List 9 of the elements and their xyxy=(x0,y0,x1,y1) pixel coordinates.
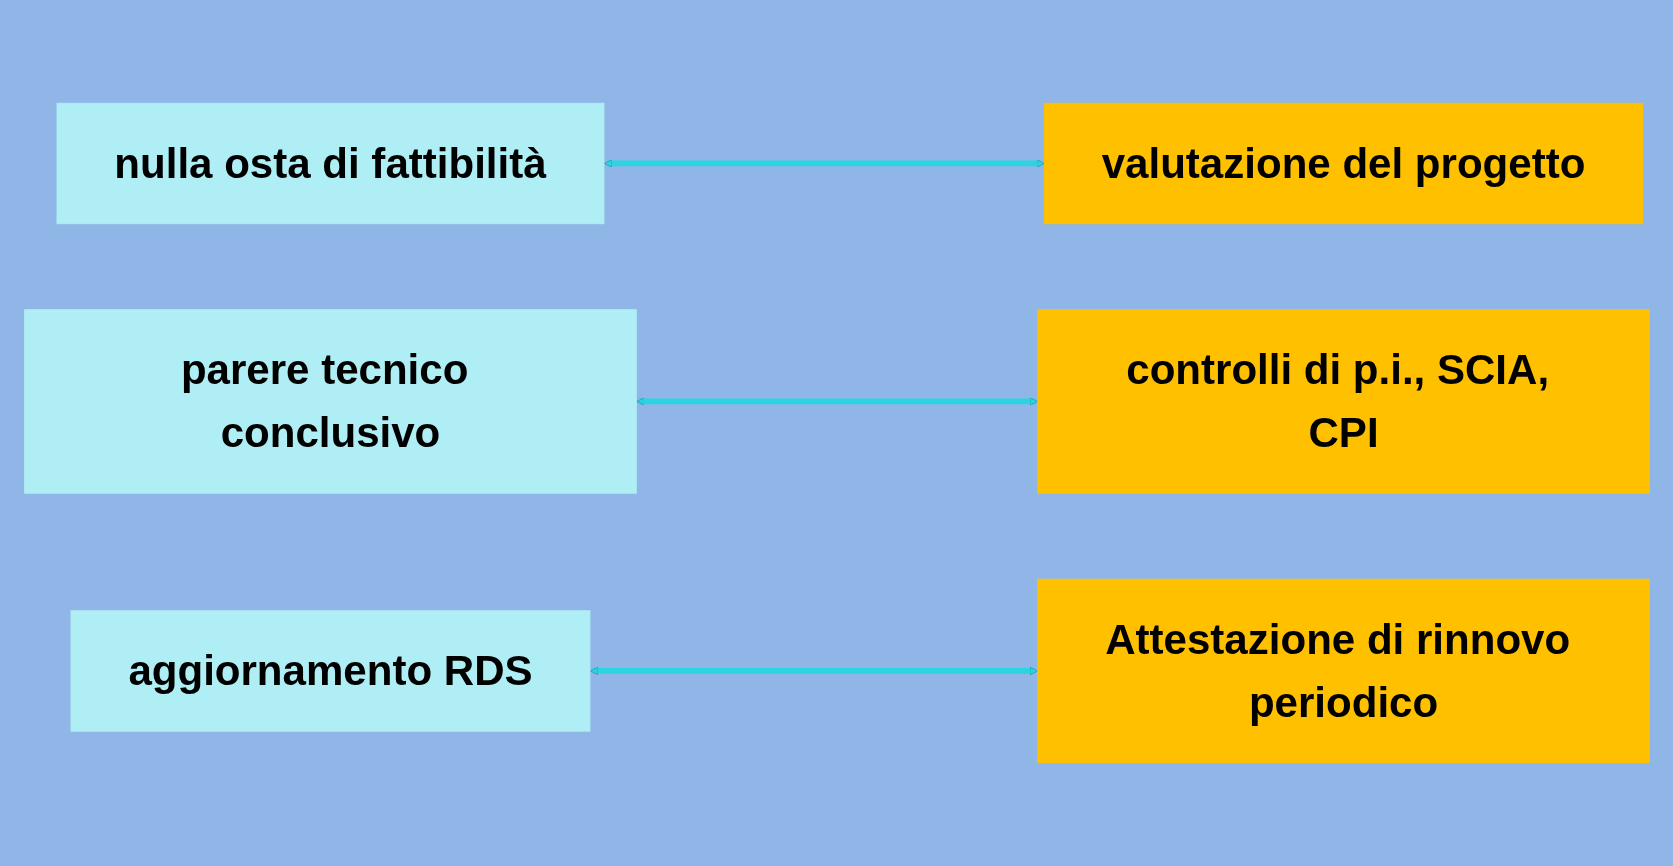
node-box: controlli di p.i., SCIA, CPI xyxy=(1036,309,1650,494)
arrow xyxy=(603,159,1045,168)
node-box: parere tecnico conclusivo xyxy=(23,309,637,494)
arrow xyxy=(589,666,1038,676)
arrow xyxy=(635,397,1038,406)
node-box: Attestazione di rinnovo periodico xyxy=(1036,578,1650,764)
node-box: aggiornamento RDS xyxy=(70,610,590,732)
node-box: nulla osta di fattibilità xyxy=(56,102,604,225)
node-box: valutazione del progetto xyxy=(1043,102,1643,225)
